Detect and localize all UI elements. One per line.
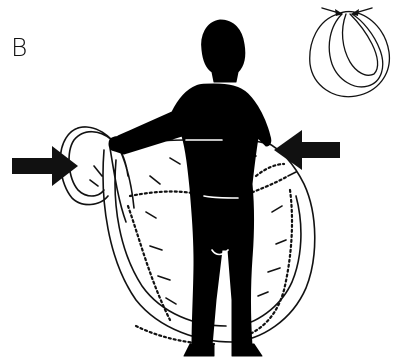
arrow-right-icon [12,146,78,186]
inset-arrow-left-icon [322,8,343,16]
person-silhouette-icon [109,20,271,356]
folded-loop-icon [310,8,390,97]
